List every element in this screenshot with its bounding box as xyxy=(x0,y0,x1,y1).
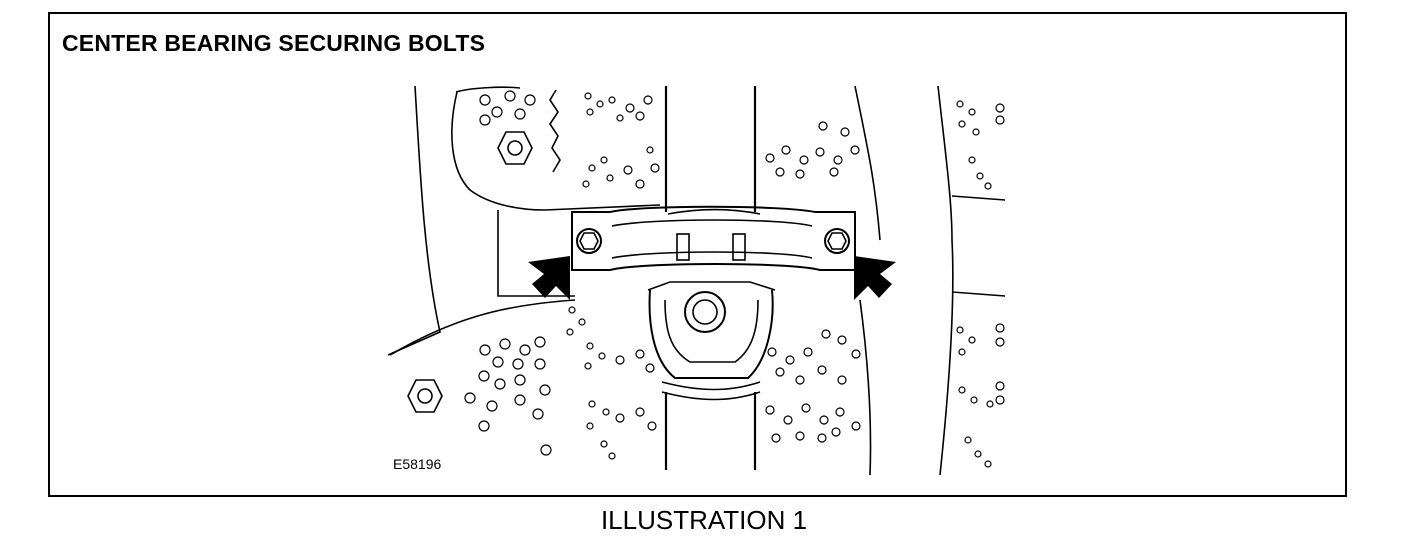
figure-code: E58196 xyxy=(393,456,442,472)
u-joint-cross xyxy=(684,291,726,333)
surface-texture xyxy=(464,90,1005,468)
figure-frame xyxy=(48,12,1347,497)
figure-caption: ILLUSTRATION 1 xyxy=(600,505,808,535)
bolt-right xyxy=(824,228,850,254)
bearing-bracket xyxy=(571,205,856,271)
arrow-pointer-left xyxy=(528,256,570,300)
right-body-outline xyxy=(854,85,881,241)
left-body-outline xyxy=(387,85,441,356)
hex-nut-top-left xyxy=(497,131,533,165)
bolt-left xyxy=(576,228,602,254)
hex-nut-bottom-left xyxy=(407,379,443,413)
center-bearing-drawing xyxy=(387,85,1006,476)
u-joint-yoke xyxy=(648,289,774,379)
figure-title: CENTER BEARING SECURING BOLTS xyxy=(62,30,486,56)
arrow-pointer-right xyxy=(854,256,896,300)
